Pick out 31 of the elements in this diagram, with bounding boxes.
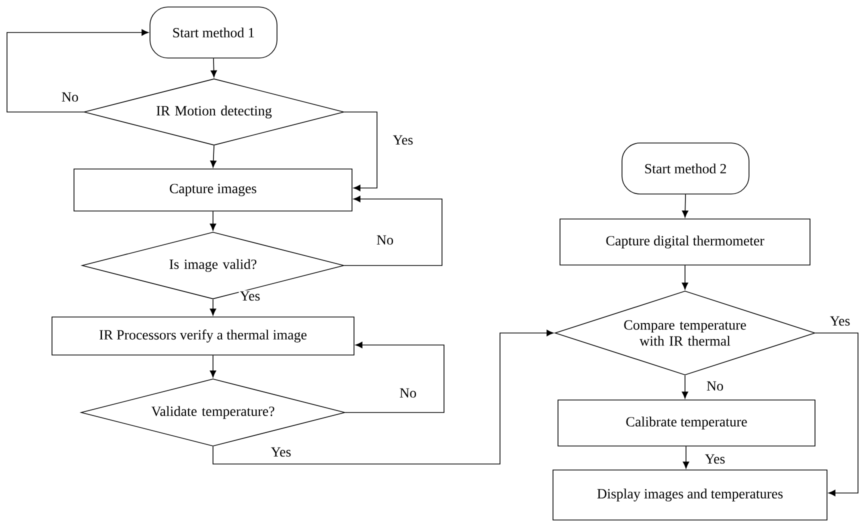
edge-label: No — [60, 91, 80, 103]
process-box: IR Processors verify a thermal image — [52, 316, 354, 356]
edge-label: No — [375, 234, 395, 246]
process-box: Capture images — [74, 168, 352, 212]
arrow — [210, 211, 216, 231]
edge-label: No — [398, 387, 418, 399]
process-box: Calibrate temperature — [558, 400, 816, 446]
arrow — [345, 342, 444, 413]
edge-label: Yes — [828, 315, 852, 327]
edge-label: Yes — [270, 446, 292, 458]
edge-label: Yes — [392, 134, 414, 146]
arrow — [210, 58, 217, 78]
arrow — [815, 332, 858, 496]
arrow — [210, 298, 216, 316]
arrow — [344, 112, 378, 192]
arrow — [682, 375, 688, 399]
arrow — [344, 196, 442, 266]
edge-label: Yes — [704, 453, 726, 465]
arrow — [212, 330, 554, 464]
start-terminal: Start method 1 — [150, 6, 278, 58]
arrow — [210, 355, 216, 378]
edge-label: No — [705, 380, 725, 392]
arrow — [210, 145, 216, 168]
edge-label: Yes — [238, 290, 262, 302]
process-box: Capture digital thermometer — [560, 218, 810, 266]
arrow — [682, 265, 688, 290]
start-terminal: Start method 2 — [622, 142, 750, 194]
arrow — [6, 29, 149, 112]
arrow — [682, 194, 688, 218]
process-box: Display images and temperatures — [552, 470, 828, 520]
arrow — [682, 446, 690, 469]
